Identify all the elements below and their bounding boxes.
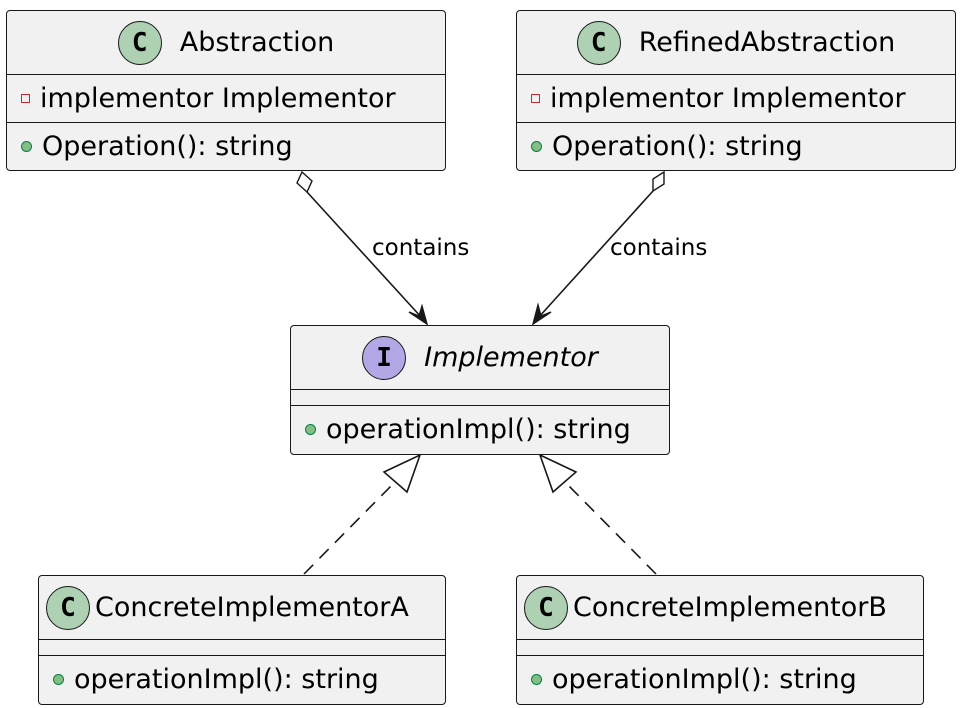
method-row: operationImpl(): string (39, 656, 445, 703)
class-abstraction[interactable]: C Abstraction implementor Implementor Op… (6, 10, 446, 171)
realization-concrete-a-implementor (303, 453, 422, 575)
public-visibility-icon (531, 141, 542, 152)
class-header: I Implementor (291, 326, 669, 389)
public-visibility-icon (53, 674, 64, 685)
private-visibility-icon (21, 94, 30, 103)
method-text: operationImpl(): string (552, 664, 857, 695)
field-row: implementor Implementor (7, 75, 445, 122)
aggregation-diamond (652, 170, 665, 193)
method-text: operationImpl(): string (326, 414, 631, 445)
realization-triangle (382, 453, 422, 494)
class-concrete-implementor-a[interactable]: C ConcreteImplementorA operationImpl(): … (38, 575, 446, 705)
realization-triangle (538, 453, 578, 494)
divider (517, 639, 923, 640)
interface-implementor[interactable]: I Implementor operationImpl(): string (290, 325, 670, 455)
method-text: operationImpl(): string (74, 664, 379, 695)
class-stereotype-icon: C (576, 20, 621, 65)
class-header: C ConcreteImplementorA (39, 576, 445, 639)
public-visibility-icon (305, 424, 316, 435)
class-name: RefinedAbstraction (638, 27, 896, 58)
interface-stereotype-icon: I (362, 335, 407, 380)
method-row: Operation(): string (7, 123, 445, 170)
method-text: Operation(): string (42, 131, 293, 162)
method-row: operationImpl(): string (291, 406, 669, 453)
class-refined-abstraction[interactable]: C RefinedAbstraction implementor Impleme… (516, 10, 956, 171)
interface-name: Implementor (424, 342, 598, 373)
class-name: Abstraction (179, 27, 335, 58)
divider (39, 639, 445, 640)
class-header: C RefinedAbstraction (517, 11, 955, 74)
divider (291, 405, 669, 406)
divider (7, 122, 445, 123)
divider (291, 389, 669, 390)
arrowhead (408, 303, 429, 326)
class-name: ConcreteImplementorB (573, 592, 887, 623)
empty-field-section (39, 640, 445, 655)
divider (517, 74, 955, 75)
divider (39, 655, 445, 656)
field-text: implementor Implementor (40, 83, 396, 114)
class-header: C Abstraction (7, 11, 445, 74)
public-visibility-icon (21, 141, 32, 152)
public-visibility-icon (531, 674, 542, 685)
aggregation-abstraction-implementor (296, 170, 429, 326)
class-header: C ConcreteImplementorB (517, 576, 923, 639)
empty-field-section (291, 390, 669, 405)
aggregation-diamond (296, 170, 313, 194)
method-row: operationImpl(): string (517, 656, 923, 703)
divider (517, 655, 923, 656)
arrowhead (531, 302, 552, 326)
aggregation-refined-implementor (531, 170, 665, 326)
method-text: Operation(): string (552, 131, 803, 162)
relation-label-contains-1: contains (372, 235, 470, 261)
empty-field-section (517, 640, 923, 655)
class-concrete-implementor-b[interactable]: C ConcreteImplementorB operationImpl(): … (516, 575, 924, 705)
relation-label-contains-2: contains (610, 235, 708, 261)
realization-concrete-b-implementor (538, 453, 657, 575)
method-row: Operation(): string (517, 123, 955, 170)
private-visibility-icon (531, 94, 540, 103)
field-text: implementor Implementor (550, 83, 906, 114)
class-stereotype-icon: C (524, 585, 568, 630)
class-name: ConcreteImplementorA (95, 592, 409, 623)
class-stereotype-icon: C (46, 585, 90, 630)
divider (7, 74, 445, 75)
class-stereotype-icon: C (117, 20, 162, 65)
divider (517, 122, 955, 123)
field-row: implementor Implementor (517, 75, 955, 122)
